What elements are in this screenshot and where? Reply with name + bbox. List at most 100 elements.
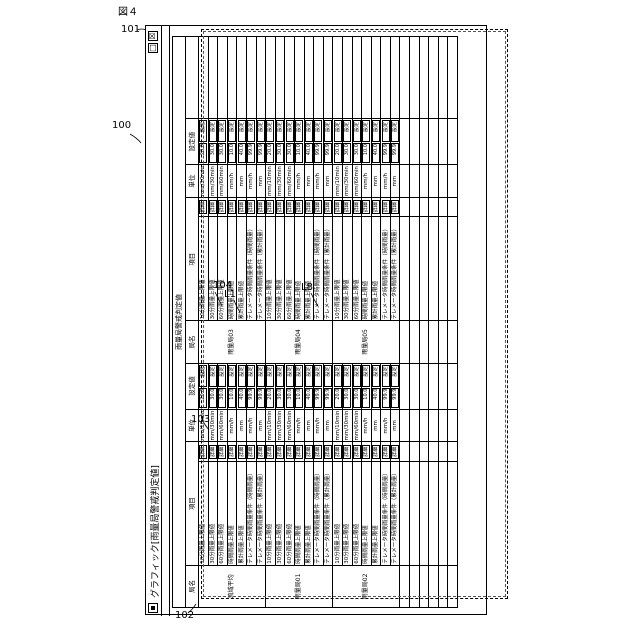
minimize-button[interactable]: □ (148, 43, 158, 53)
value-field[interactable]: 30.0 (343, 143, 351, 163)
value-field[interactable]: 40.0 (238, 388, 246, 408)
detail-button[interactable]: 詳細 (324, 200, 332, 214)
set-button[interactable]: 設定 (314, 365, 322, 387)
set-button[interactable]: 設定 (228, 120, 236, 142)
value-field[interactable]: 40.0 (238, 143, 246, 163)
value-field[interactable]: 10.0 (362, 143, 370, 163)
set-button[interactable]: 設定 (372, 365, 380, 387)
detail-button[interactable]: 詳細 (314, 200, 322, 214)
detail-button[interactable]: 詳細 (295, 200, 303, 214)
set-button[interactable]: 設定 (209, 365, 217, 387)
detail-button[interactable]: 詳細 (305, 445, 313, 459)
value-field[interactable]: 40.0 (372, 143, 380, 163)
detail-button[interactable]: 詳細 (343, 445, 351, 459)
value-field[interactable]: 20.0 (199, 143, 207, 163)
detail-button[interactable]: 詳細 (228, 200, 236, 214)
detail-button[interactable]: 詳細 (353, 200, 361, 214)
detail-button[interactable]: 詳細 (334, 445, 342, 459)
set-button[interactable]: 設定 (266, 120, 274, 142)
detail-button[interactable]: 詳細 (362, 445, 370, 459)
detail-button[interactable]: 詳細 (247, 445, 255, 459)
set-button[interactable]: 設定 (382, 120, 390, 142)
set-button[interactable]: 設定 (362, 120, 370, 142)
set-button[interactable]: 設定 (276, 120, 284, 142)
value-field[interactable]: 40.0 (372, 388, 380, 408)
detail-button[interactable]: 詳細 (276, 445, 284, 459)
detail-button[interactable]: 詳細 (266, 200, 274, 214)
value-field[interactable]: 99.9 (257, 388, 265, 408)
set-button[interactable]: 設定 (247, 120, 255, 142)
set-button[interactable]: 設定 (353, 365, 361, 387)
detail-button[interactable]: 詳細 (382, 445, 390, 459)
set-button[interactable]: 設定 (286, 120, 294, 142)
value-field[interactable]: 10.0 (295, 388, 303, 408)
set-button[interactable]: 設定 (334, 120, 342, 142)
value-field[interactable]: 10.0 (295, 143, 303, 163)
value-field[interactable]: 99.9 (324, 143, 332, 163)
value-field[interactable]: 99.9 (382, 388, 390, 408)
value-field[interactable]: 30.0 (343, 388, 351, 408)
set-button[interactable]: 設定 (257, 365, 265, 387)
value-field[interactable]: 30.0 (209, 388, 217, 408)
set-button[interactable]: 設定 (314, 120, 322, 142)
value-field[interactable]: 30.0 (218, 143, 226, 163)
set-button[interactable]: 設定 (305, 120, 313, 142)
detail-button[interactable]: 詳細 (218, 200, 226, 214)
set-button[interactable]: 設定 (238, 120, 246, 142)
set-button[interactable]: 設定 (295, 365, 303, 387)
value-field[interactable]: 99.9 (314, 143, 322, 163)
detail-button[interactable]: 詳細 (295, 445, 303, 459)
set-button[interactable]: 設定 (372, 120, 380, 142)
detail-button[interactable]: 詳細 (199, 200, 207, 214)
value-field[interactable]: 30.0 (276, 143, 284, 163)
value-field[interactable]: 30.0 (218, 388, 226, 408)
value-field[interactable]: 30.0 (209, 143, 217, 163)
set-button[interactable]: 設定 (209, 120, 217, 142)
value-field[interactable]: 99.9 (391, 388, 399, 408)
set-button[interactable]: 設定 (228, 365, 236, 387)
value-field[interactable]: 99.9 (247, 143, 255, 163)
detail-button[interactable]: 詳細 (353, 445, 361, 459)
set-button[interactable]: 設定 (266, 365, 274, 387)
set-button[interactable]: 設定 (199, 365, 207, 387)
value-field[interactable]: 99.9 (324, 388, 332, 408)
value-field[interactable]: 20.0 (266, 143, 274, 163)
detail-button[interactable]: 詳細 (372, 445, 380, 459)
detail-button[interactable]: 詳細 (314, 445, 322, 459)
detail-button[interactable]: 詳細 (305, 200, 313, 214)
value-field[interactable]: 30.0 (286, 143, 294, 163)
detail-button[interactable]: 詳細 (228, 445, 236, 459)
set-button[interactable]: 設定 (324, 365, 332, 387)
detail-button[interactable]: 詳細 (247, 200, 255, 214)
close-button[interactable]: ☒ (148, 31, 158, 41)
set-button[interactable]: 設定 (257, 120, 265, 142)
set-button[interactable]: 設定 (391, 120, 399, 142)
detail-button[interactable]: 詳細 (391, 445, 399, 459)
value-field[interactable]: 30.0 (353, 388, 361, 408)
detail-button[interactable]: 詳細 (286, 200, 294, 214)
detail-button[interactable]: 詳細 (257, 445, 265, 459)
detail-button[interactable]: 詳細 (362, 200, 370, 214)
detail-button[interactable]: 詳細 (238, 445, 246, 459)
value-field[interactable]: 10.0 (362, 388, 370, 408)
value-field[interactable]: 30.0 (286, 388, 294, 408)
detail-button[interactable]: 詳細 (209, 200, 217, 214)
value-field[interactable]: 10.0 (228, 143, 236, 163)
set-button[interactable]: 設定 (353, 120, 361, 142)
set-button[interactable]: 設定 (343, 365, 351, 387)
value-field[interactable]: 40.0 (305, 388, 313, 408)
detail-button[interactable]: 詳細 (276, 200, 284, 214)
set-button[interactable]: 設定 (218, 365, 226, 387)
value-field[interactable]: 10.0 (228, 388, 236, 408)
value-field[interactable]: 99.9 (257, 143, 265, 163)
detail-button[interactable]: 詳細 (324, 445, 332, 459)
detail-button[interactable]: 詳細 (391, 200, 399, 214)
detail-button[interactable]: 詳細 (334, 200, 342, 214)
detail-button[interactable]: 詳細 (209, 445, 217, 459)
set-button[interactable]: 設定 (238, 365, 246, 387)
set-button[interactable]: 設定 (343, 120, 351, 142)
value-field[interactable]: 30.0 (353, 143, 361, 163)
detail-button[interactable]: 詳細 (343, 200, 351, 214)
set-button[interactable]: 設定 (295, 120, 303, 142)
set-button[interactable]: 設定 (276, 365, 284, 387)
